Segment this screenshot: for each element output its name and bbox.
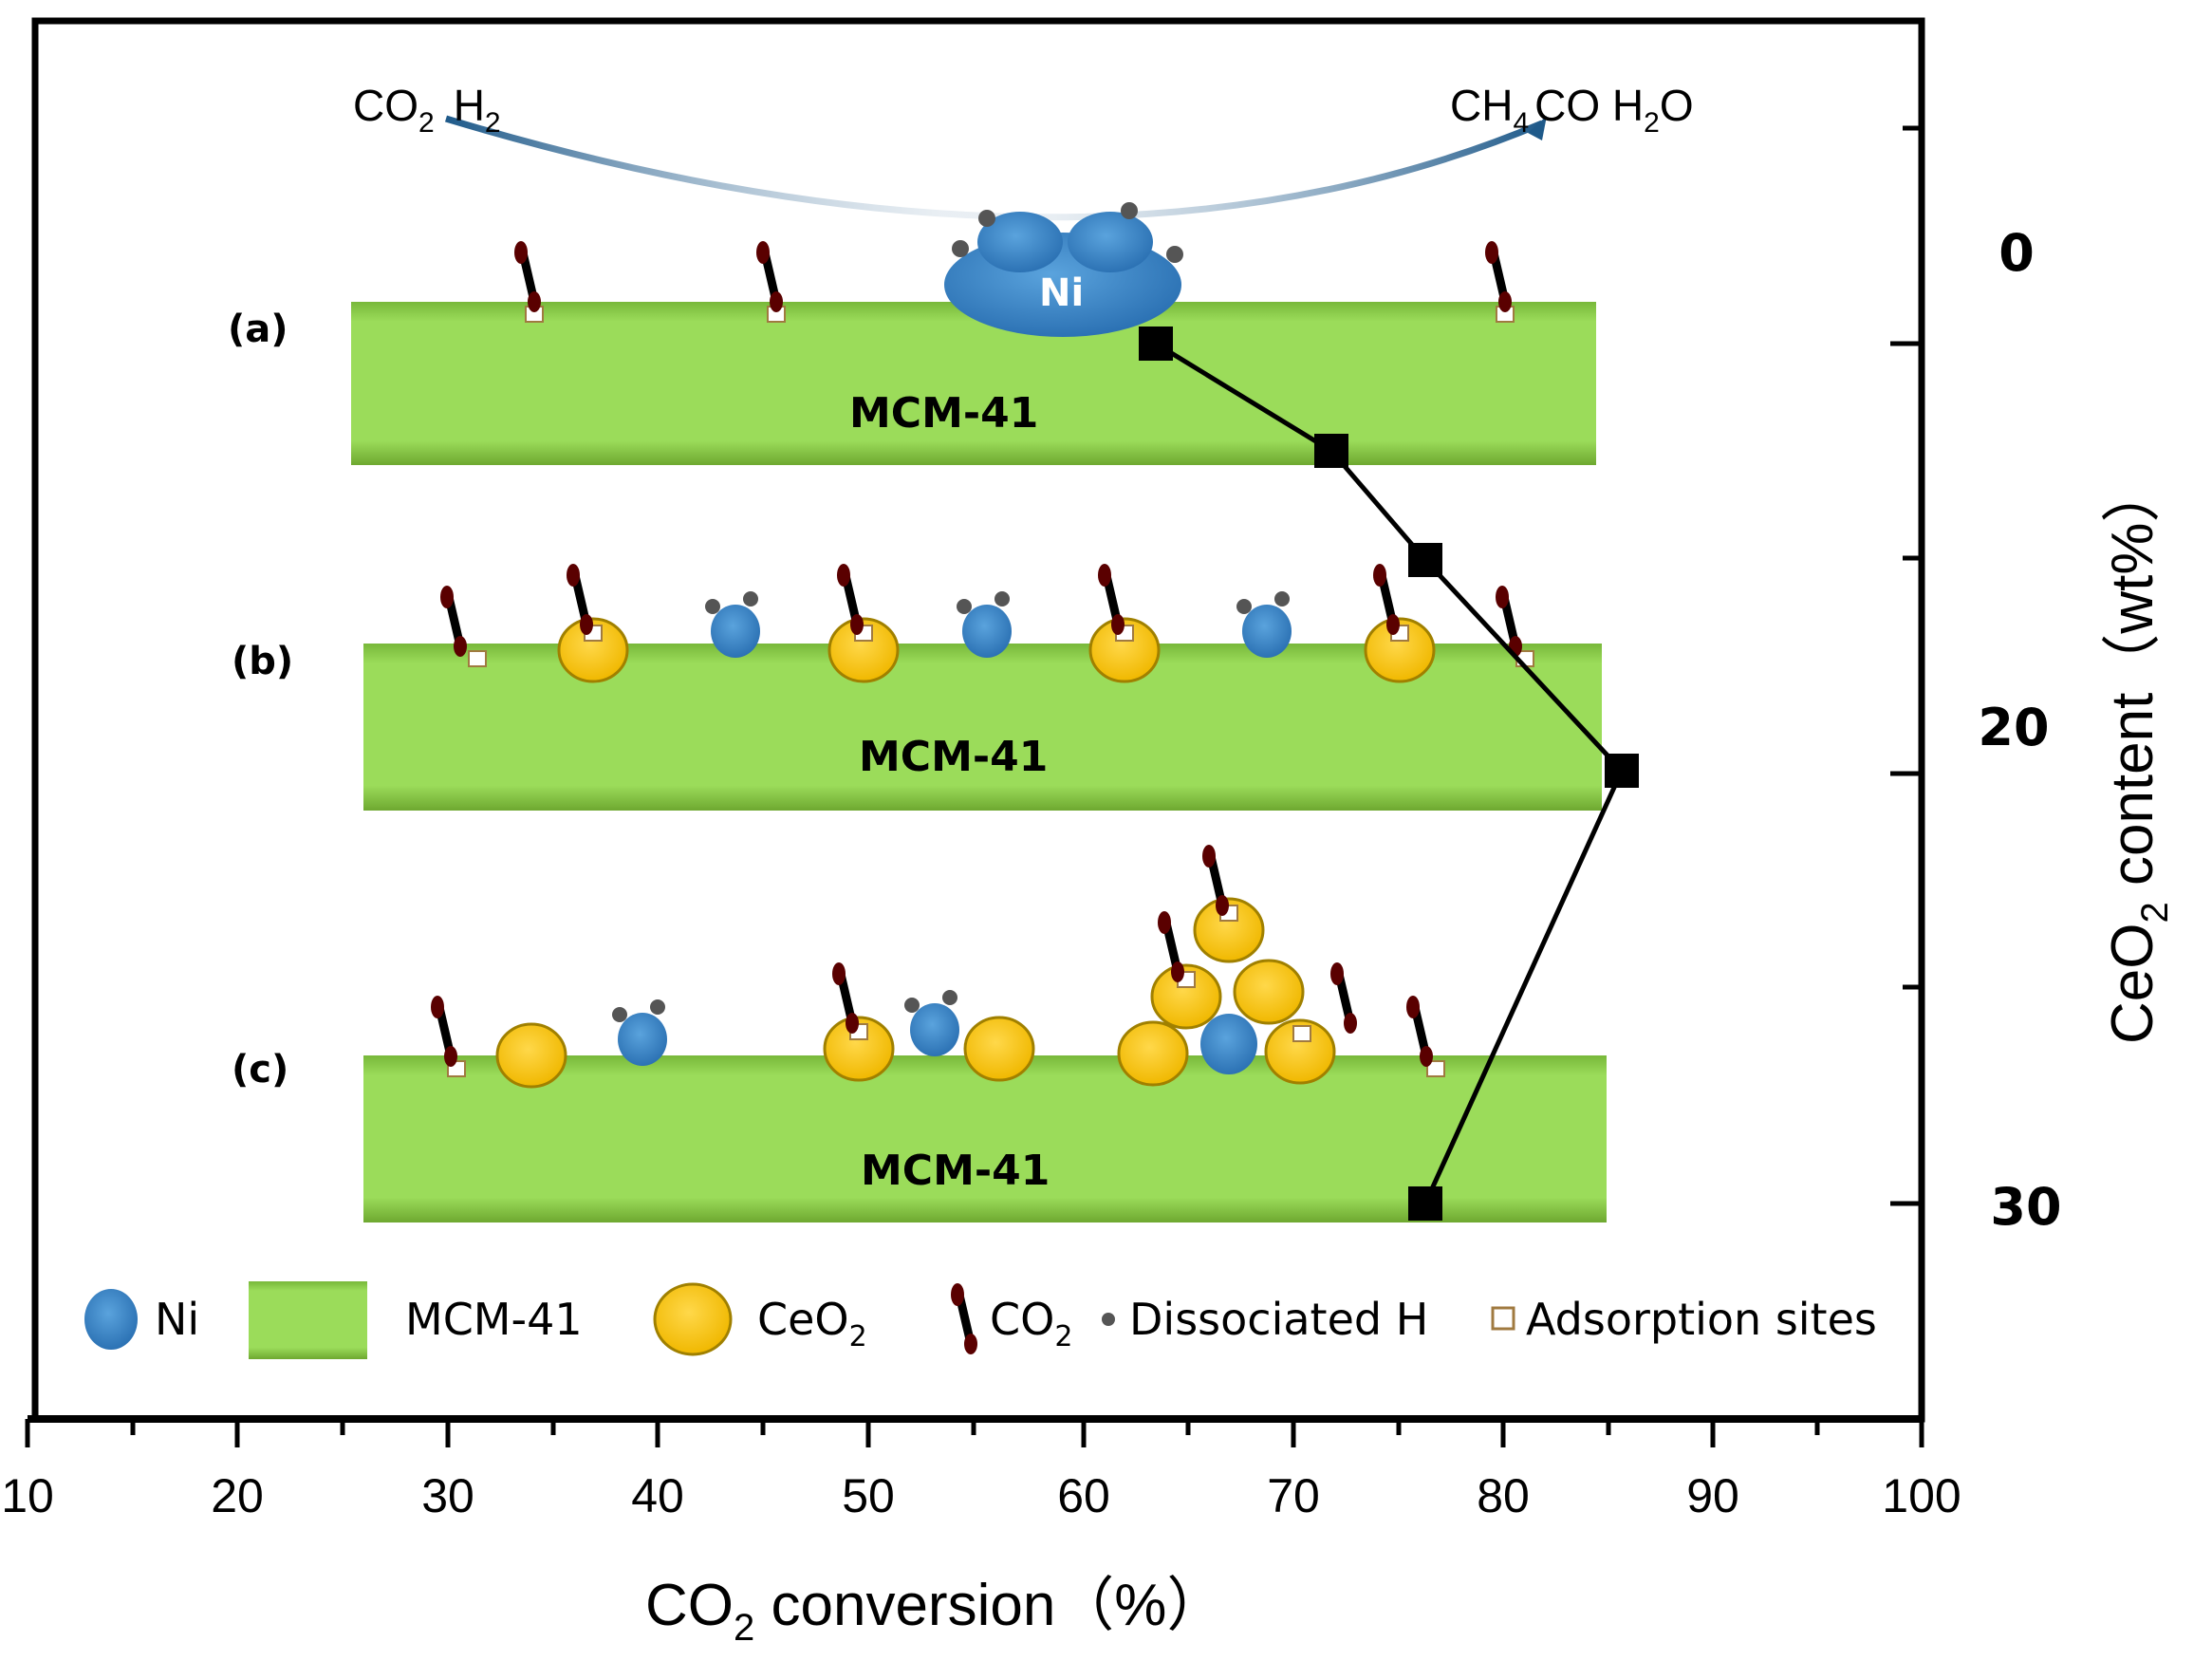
y-axis-title: CeO2 content（wt%） <box>2100 464 2176 1044</box>
panel-a: (a) MCM-41 Ni <box>228 202 1596 465</box>
svg-text:Adsorption sites: Adsorption sites <box>1526 1294 1877 1345</box>
svg-text:30: 30 <box>1990 1177 2061 1237</box>
legend: Ni MCM-41 CeO2 CO2 Dissociated H Adsorpt… <box>84 1281 1877 1359</box>
panel-label-b: (b) <box>232 640 293 683</box>
ceo2-cluster <box>1117 845 1357 1087</box>
data-point <box>1408 1186 1442 1221</box>
ni-particle <box>904 990 959 1056</box>
svg-text:Ni: Ni <box>155 1294 199 1345</box>
ni-cluster-icon: Ni <box>944 202 1183 337</box>
svg-text:30: 30 <box>421 1469 474 1522</box>
support-label-b: MCM-41 <box>859 733 1048 781</box>
mcm41-support-a <box>351 302 1596 465</box>
mcm41-support-c <box>363 1055 1607 1222</box>
svg-text:10: 10 <box>1 1469 54 1522</box>
ceo2-particle <box>823 962 895 1082</box>
svg-text:Dissociated H: Dissociated H <box>1129 1294 1428 1345</box>
svg-text:60: 60 <box>1057 1469 1110 1522</box>
svg-text:Ni: Ni <box>1039 271 1084 315</box>
x-axis-title: CO2 conversion（%） <box>645 1573 1225 1649</box>
ceo2-particle <box>495 1022 567 1089</box>
panel-label-a: (a) <box>228 308 288 351</box>
data-point <box>1139 327 1173 361</box>
data-point <box>1408 543 1442 577</box>
panel-c: (c) MCM-41 <box>232 845 1607 1222</box>
co2-legend-icon <box>951 1283 977 1354</box>
svg-text:40: 40 <box>631 1469 684 1522</box>
data-series <box>1139 327 1639 1221</box>
x-axis: 10 20 30 40 50 60 70 80 90 100 CO2 conve… <box>1 1415 1961 1649</box>
support-label-a: MCM-41 <box>849 389 1038 438</box>
svg-text:80: 80 <box>1477 1469 1530 1522</box>
reaction-arc <box>444 115 1547 221</box>
ceo2-particle <box>557 564 629 683</box>
data-point <box>1605 754 1639 788</box>
svg-text:20: 20 <box>211 1469 264 1522</box>
ceo2-particle <box>1364 564 1436 683</box>
y-axis-right: 0 20 30 CeO2 content（wt%） <box>1890 125 2176 1237</box>
dissociated-h-legend-icon <box>1102 1313 1115 1326</box>
panel-b: (b) MCM-41 <box>232 564 1602 811</box>
svg-text:CO2: CO2 <box>990 1294 1072 1353</box>
data-point <box>1314 434 1348 468</box>
ceo2-legend-icon <box>653 1282 733 1356</box>
ni-legend-icon <box>84 1289 138 1350</box>
svg-text:50: 50 <box>842 1469 895 1522</box>
support-label-c: MCM-41 <box>861 1147 1050 1195</box>
mcm41-legend-icon <box>249 1281 367 1359</box>
svg-text:70: 70 <box>1267 1469 1320 1522</box>
adsorption-site-legend-icon <box>1491 1306 1515 1331</box>
ceo2-particle <box>963 1016 1035 1082</box>
svg-text:0: 0 <box>1998 223 2035 283</box>
svg-text:MCM-41: MCM-41 <box>405 1294 583 1345</box>
panel-label-c: (c) <box>232 1048 288 1092</box>
ceo2-particle <box>827 564 900 683</box>
svg-text:20: 20 <box>1978 698 2049 757</box>
ceo2-particle <box>1088 564 1161 683</box>
svg-text:CeO2: CeO2 <box>757 1294 867 1353</box>
svg-text:100: 100 <box>1882 1469 1961 1522</box>
svg-text:90: 90 <box>1686 1469 1739 1522</box>
